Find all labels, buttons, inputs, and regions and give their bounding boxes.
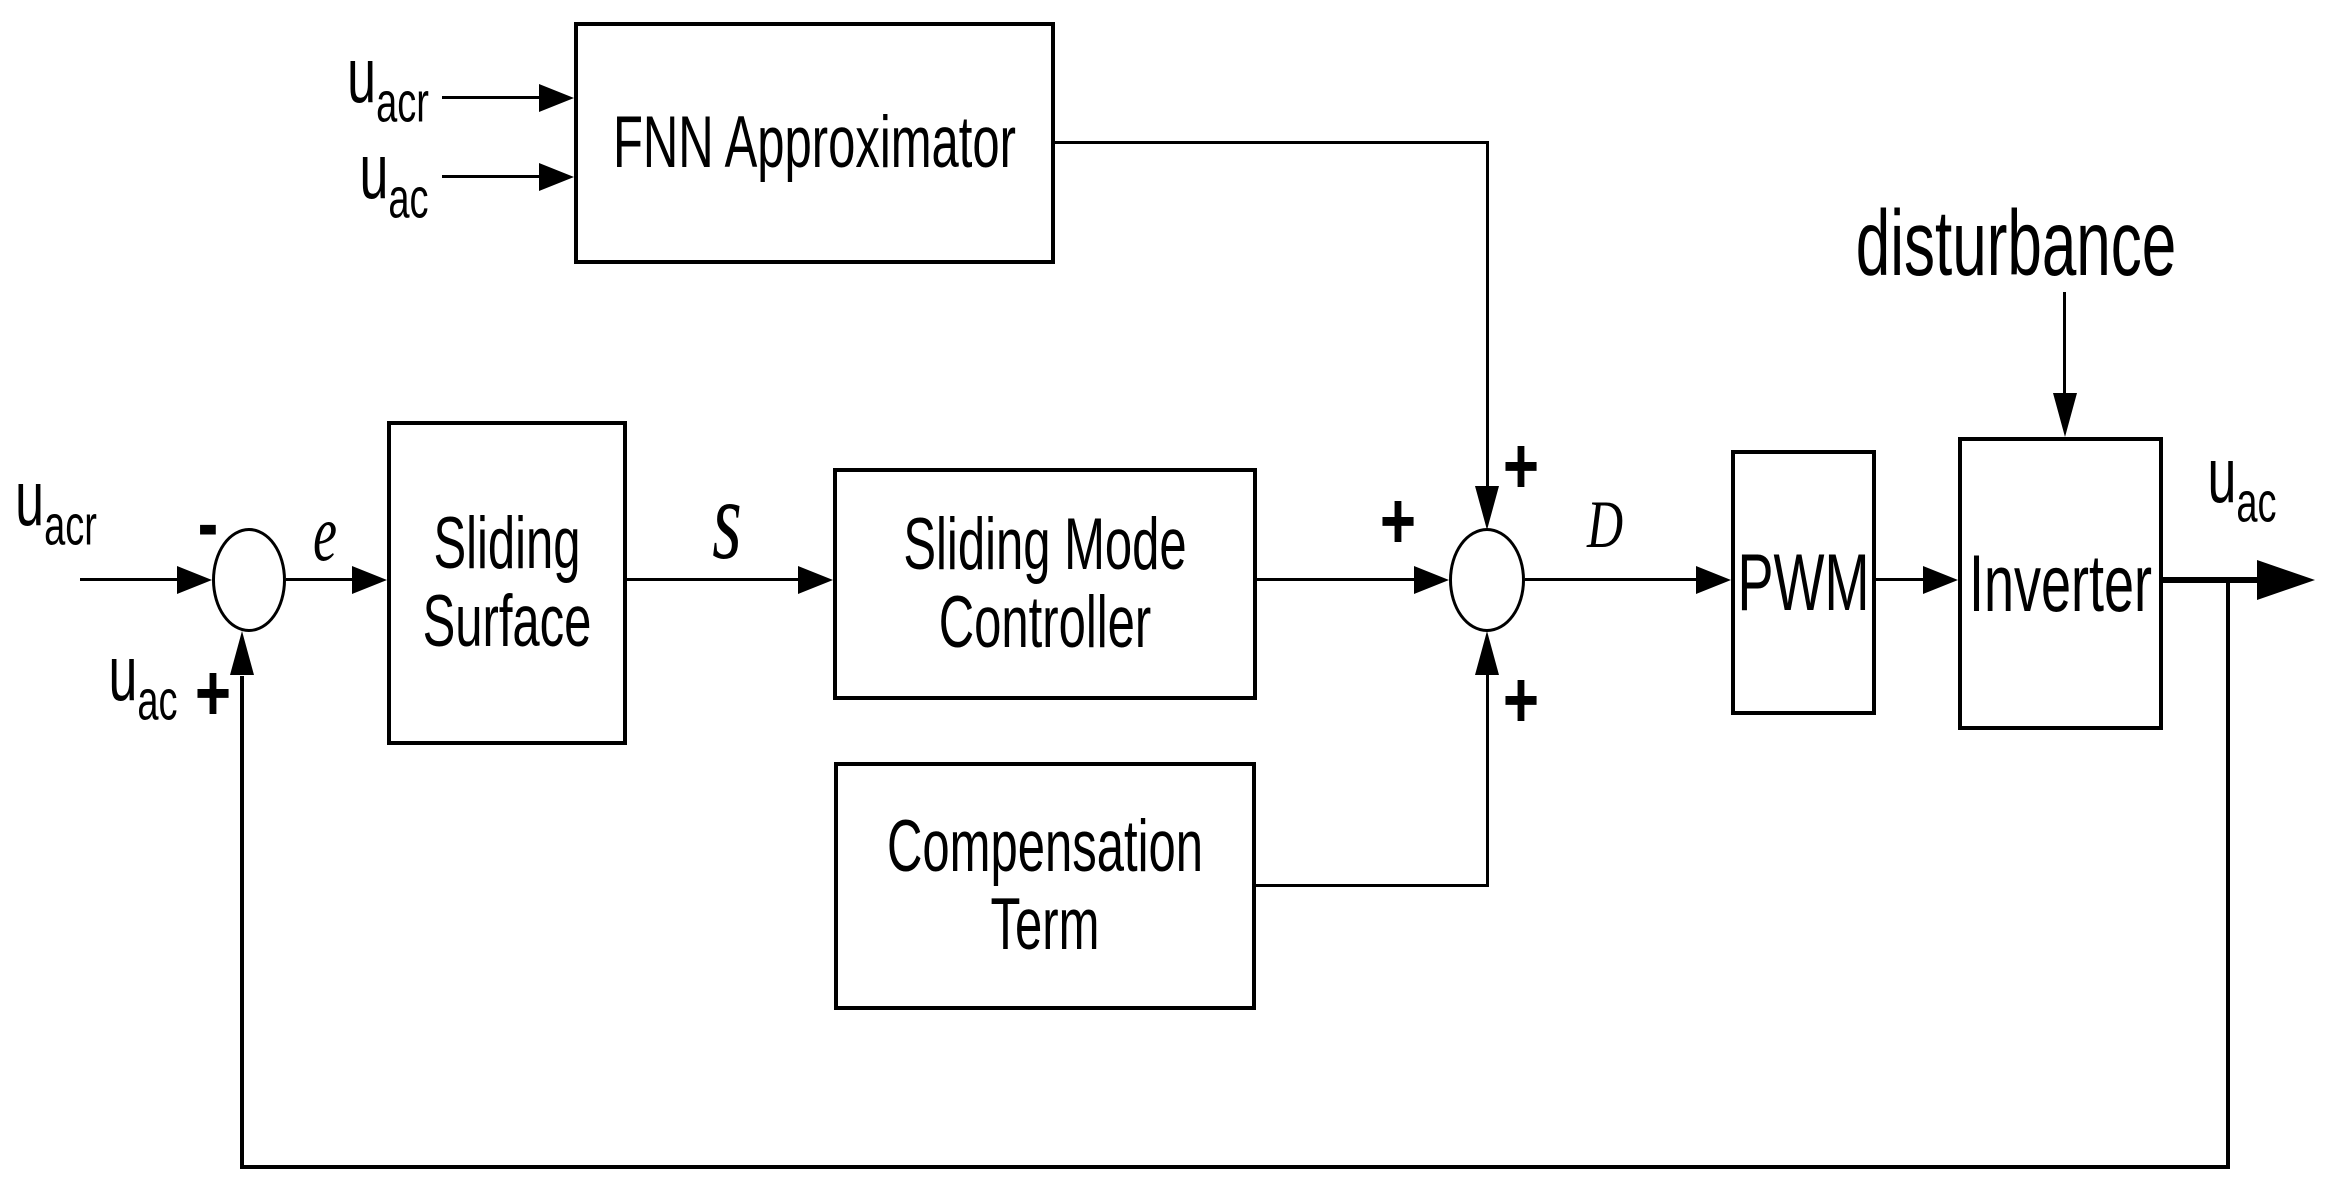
inverter-label: Inverter xyxy=(1968,538,2153,629)
output-signal-subscript: ac xyxy=(2236,472,2277,535)
compensation-term-label: Compensation Term xyxy=(887,808,1203,964)
reference-input-base: u xyxy=(15,456,45,543)
fnn-input2-arrowhead-icon xyxy=(539,163,574,191)
feedback-line-left-vertical xyxy=(240,676,244,1167)
pwm-label: PWM xyxy=(1737,537,1870,628)
fnn-input-output-label: uac xyxy=(359,128,428,233)
fnn-input-output-base: u xyxy=(359,129,389,216)
pwm-to-inverter-line xyxy=(1876,578,1923,581)
smc-output-arrowhead-icon xyxy=(1414,566,1449,594)
fnn-output-line-horizontal xyxy=(1055,141,1489,144)
compensation-term-block: Compensation Term xyxy=(834,762,1256,1010)
feedback-line-bottom xyxy=(240,1165,2230,1169)
output-arrowhead-icon xyxy=(2257,560,2315,600)
sum-junction-right xyxy=(1449,528,1525,632)
sliding-mode-controller-label-line2: Controller xyxy=(938,582,1152,664)
compensation-term-label-line1: Compensation xyxy=(887,806,1203,888)
error-label: e xyxy=(313,488,337,578)
sliding-mode-controller-label-line1: Sliding Mode xyxy=(903,504,1187,586)
pwm-block: PWM xyxy=(1731,450,1876,715)
compensation-output-line-vertical xyxy=(1486,674,1489,887)
sliding-variable-arrowhead-icon xyxy=(798,566,833,594)
sum2-plus-left-sign: + xyxy=(1379,477,1417,567)
feedback-arrowhead-icon xyxy=(230,631,254,675)
reference-input-arrowhead-icon xyxy=(177,566,212,594)
fnn-input1-line xyxy=(442,96,539,99)
output-signal-base: u xyxy=(2207,433,2237,520)
sliding-variable-label: s xyxy=(712,457,742,584)
sliding-surface-label-line1: Sliding xyxy=(433,503,581,585)
fnn-approximator-label: FNN Approximator xyxy=(612,102,1016,184)
error-signal-arrowhead-icon xyxy=(352,566,387,594)
sum-junction-left xyxy=(212,528,286,632)
smc-output-line xyxy=(1257,578,1414,581)
output-line xyxy=(2163,577,2258,583)
sliding-surface-label: Sliding Surface xyxy=(423,505,592,661)
disturbance-line xyxy=(2063,292,2066,393)
output-signal-label: uac xyxy=(2207,432,2276,537)
fnn-output-line-vertical xyxy=(1486,141,1489,488)
sum1-plus-sign: + xyxy=(194,649,232,739)
fnn-approximator-block: FNN Approximator xyxy=(574,22,1055,264)
duty-cycle-line xyxy=(1525,578,1696,581)
duty-cycle-label: D xyxy=(1586,486,1624,562)
sliding-surface-label-line2: Surface xyxy=(422,581,592,663)
inverter-block: Inverter xyxy=(1958,437,2163,730)
reference-input-line xyxy=(80,578,177,581)
disturbance-arrowhead-icon xyxy=(2053,393,2077,437)
feedback-signal-subscript: ac xyxy=(137,670,178,733)
sliding-mode-controller-block: Sliding Mode Controller xyxy=(833,468,1257,700)
reference-input-subscript: acr xyxy=(44,495,97,558)
feedback-line-right-vertical xyxy=(2226,580,2230,1168)
fnn-input1-arrowhead-icon xyxy=(539,84,574,112)
fnn-input-reference-base: u xyxy=(347,33,377,120)
sum2-plus-top-sign: + xyxy=(1502,422,1540,512)
error-signal-line xyxy=(286,578,352,581)
sliding-variable-line xyxy=(627,578,798,581)
compensation-output-arrowhead-icon xyxy=(1475,631,1499,675)
duty-cycle-arrowhead-icon xyxy=(1696,566,1731,594)
sliding-surface-block: Sliding Surface xyxy=(387,421,627,745)
sum1-minus-sign: - xyxy=(197,479,219,569)
feedback-signal-base: u xyxy=(108,631,138,718)
sum2-plus-bottom-sign: + xyxy=(1502,656,1540,746)
fnn-input2-line xyxy=(442,175,539,178)
feedback-signal-label: uac xyxy=(108,630,177,735)
compensation-term-label-line2: Term xyxy=(990,884,1100,966)
disturbance-label: disturbance xyxy=(1855,192,2177,296)
fnn-input-reference-label: uacr xyxy=(347,32,429,137)
fnn-output-arrowhead-icon xyxy=(1475,486,1499,530)
fnn-input-output-subscript: ac xyxy=(388,168,429,231)
compensation-output-line-horizontal xyxy=(1256,884,1489,887)
pwm-to-inverter-arrowhead-icon xyxy=(1923,566,1958,594)
reference-input-label: uacr xyxy=(15,455,97,560)
fnn-input-reference-subscript: acr xyxy=(376,72,429,135)
sliding-mode-controller-label: Sliding Mode Controller xyxy=(903,506,1186,662)
